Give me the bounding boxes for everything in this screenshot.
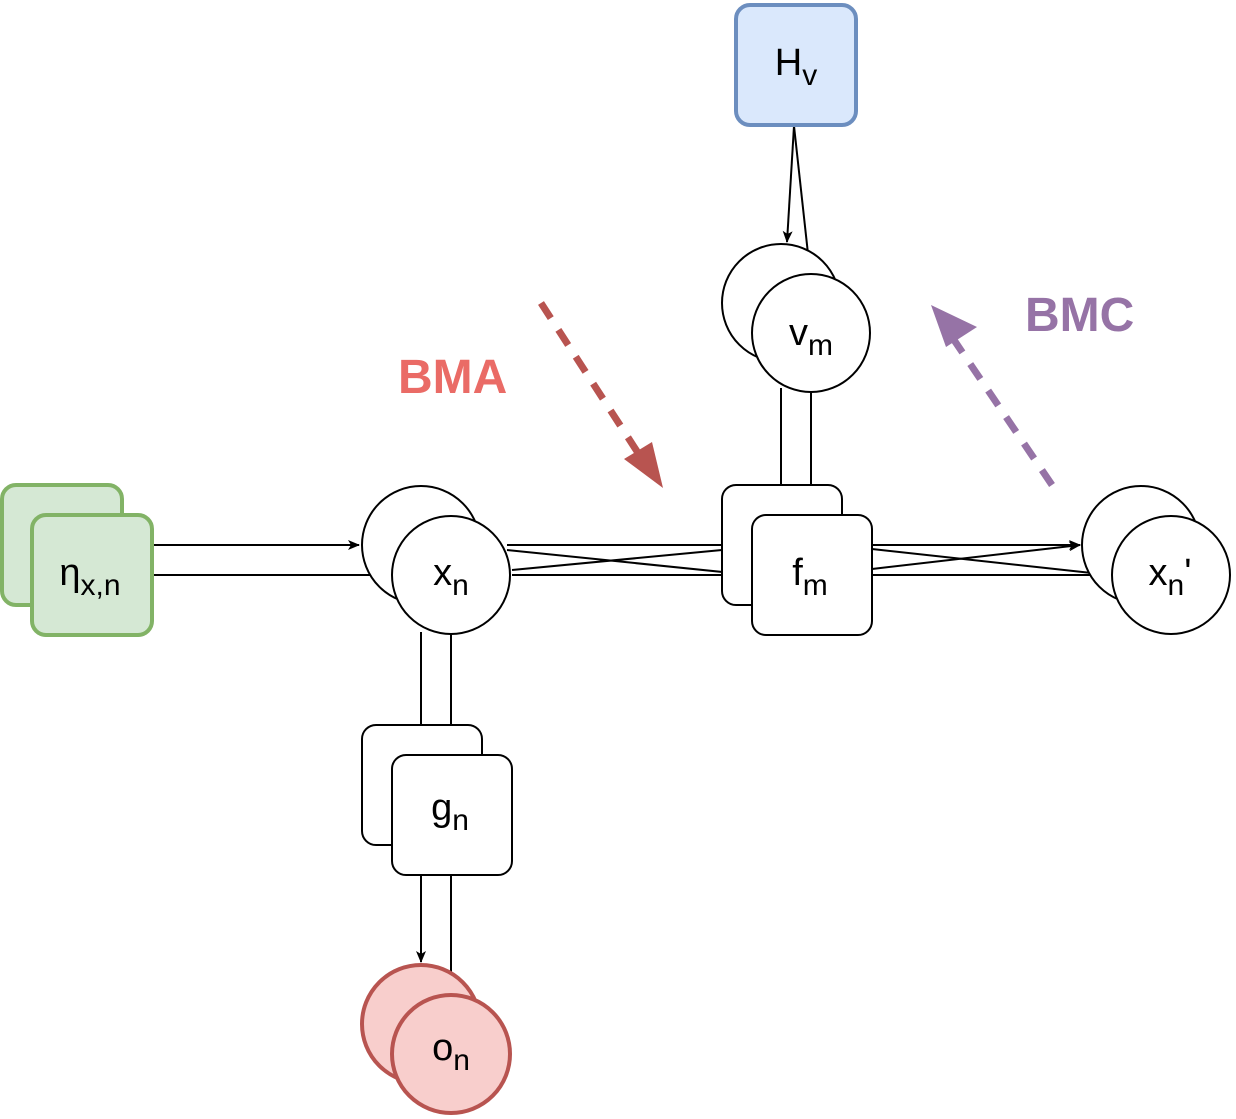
svg-text:on: on <box>432 1027 470 1077</box>
on-node[interactable]: on <box>360 963 512 1115</box>
hv-main: H <box>775 42 802 84</box>
bmc-arrow <box>931 305 1055 487</box>
fm-node[interactable]: fm <box>721 484 873 636</box>
xn-prime-main: x <box>1149 552 1168 594</box>
vm-main: v <box>789 312 808 354</box>
svg-text:ηx,n: ηx,n <box>59 552 120 602</box>
edge-fm-xnp-3 <box>871 548 1111 579</box>
xn-prime-suffix: ' <box>1184 552 1191 594</box>
xn-prime-node[interactable]: xn' <box>1081 485 1231 635</box>
svg-text:vm: vm <box>789 312 833 362</box>
edge-hv-vm-front <box>793 125 814 273</box>
on-sub: n <box>453 1044 470 1077</box>
eta-sub: x,n <box>81 569 121 602</box>
eta-node[interactable]: ηx,n <box>0 483 154 637</box>
svg-text:xn': xn' <box>1149 552 1192 602</box>
eta-main: η <box>59 552 80 594</box>
svg-text:fm: fm <box>792 552 828 602</box>
gn-node[interactable]: gn <box>361 724 513 876</box>
edge-fm-xnp-4 <box>871 541 1081 570</box>
xn-main: x <box>433 552 452 594</box>
bma-label: BMA <box>398 351 507 404</box>
fm-sub: m <box>803 569 828 602</box>
hv-node[interactable]: Hv <box>734 3 858 127</box>
on-main: o <box>432 1027 453 1069</box>
vm-node[interactable]: vm <box>721 226 871 393</box>
bma-arrow <box>538 301 663 488</box>
edge-xn-fm-3 <box>506 549 753 576</box>
xn-sub: n <box>452 569 469 602</box>
edge-hv-vm-back <box>782 125 795 243</box>
xn-node[interactable]: xn <box>361 485 511 635</box>
xn-prime-sub: n <box>1168 569 1185 602</box>
svg-text:gn: gn <box>431 787 469 837</box>
gn-main: g <box>431 787 452 829</box>
svg-text:xn: xn <box>433 552 469 602</box>
edges <box>154 125 1111 993</box>
edge-xn-fm-4 <box>511 549 723 571</box>
svg-text:Hv: Hv <box>775 42 817 92</box>
fm-main: f <box>792 552 803 594</box>
hv-sub: v <box>802 59 817 92</box>
vm-sub: m <box>808 329 833 362</box>
gn-sub: n <box>452 804 469 837</box>
bmc-label: BMC <box>1025 289 1134 342</box>
